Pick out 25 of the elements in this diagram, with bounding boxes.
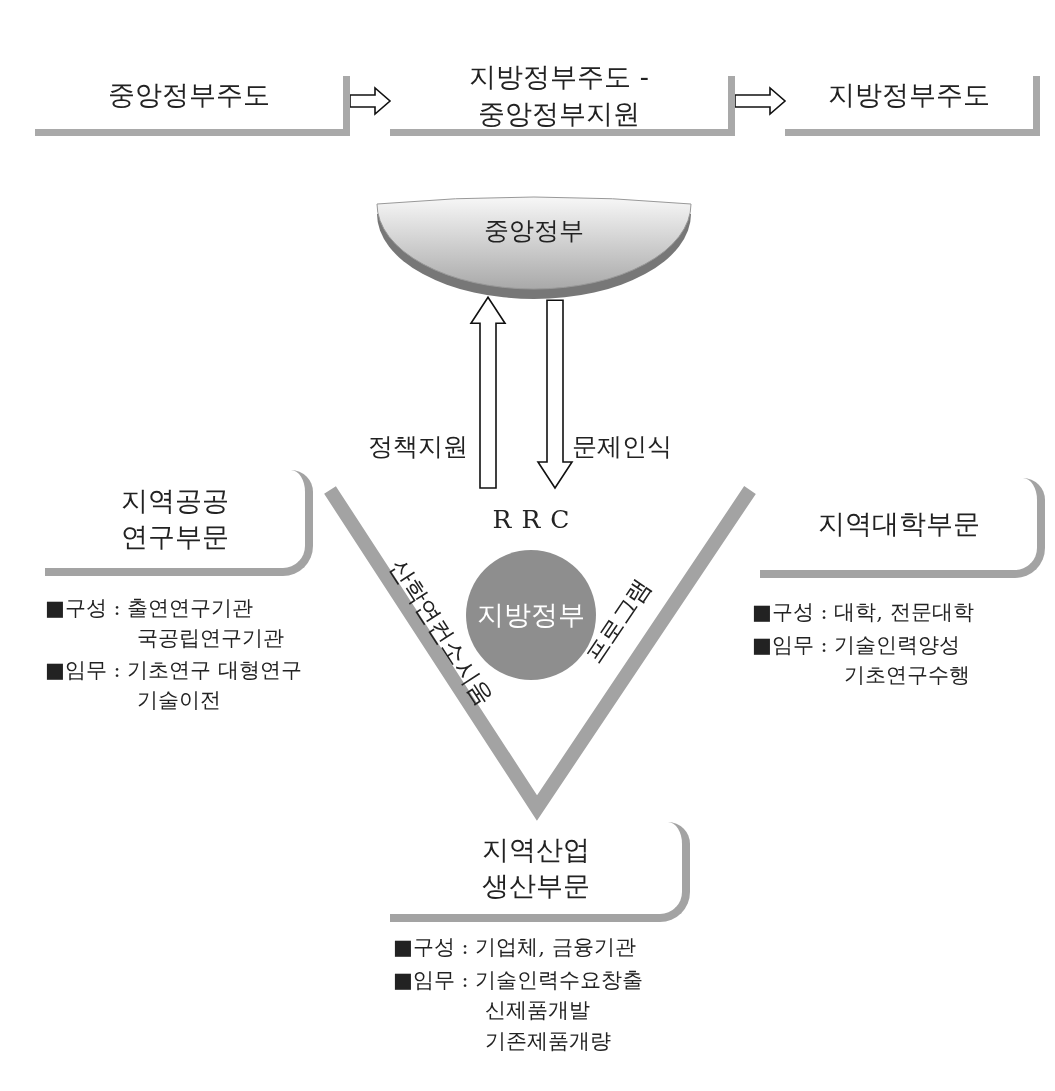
stage-box <box>785 76 1040 136</box>
bullet-text: ■구성 : 대학, 전문대학 <box>752 599 975 626</box>
hollow-arrow <box>536 299 574 490</box>
acronym-label: RRC <box>491 504 581 536</box>
bullet-text: ■구성 : 기업체, 금융기관 <box>393 934 637 961</box>
stage-box <box>35 76 350 136</box>
bullet-text: ■임무 : 기술인력양성 기초연구수행 <box>752 632 971 690</box>
bullet-text: ■구성 : 출연연구기관 국공립연구기관 <box>45 595 285 653</box>
node-label: 중앙정부 <box>483 215 585 247</box>
hollow-arrow <box>349 86 392 116</box>
hollow-arrow <box>469 295 507 489</box>
bullet-text: ■임무 : 기술인력수요창출 신제품개발 기존제품개량 <box>393 967 645 1055</box>
sector-box <box>390 822 690 922</box>
node-title: 지역산업 생산부문 <box>481 832 591 903</box>
edge-label: 문제인식 <box>572 431 672 463</box>
sector-box <box>760 478 1045 578</box>
node-title: 지방정부주도 <box>827 78 991 113</box>
node-title: 중앙정부주도 <box>107 78 271 113</box>
node-title: 지역공공 연구부문 <box>120 483 230 554</box>
bullet-text: ■임무 : 기초연구 대형연구 기술이전 <box>45 657 303 715</box>
sector-box <box>45 470 313 576</box>
edge-label: 정책지원 <box>368 431 468 463</box>
node-title: 지역대학부문 <box>816 506 981 541</box>
hollow-arrow <box>734 86 787 116</box>
node-title: 지방정부주도 - 중앙정부지원 <box>468 60 650 131</box>
